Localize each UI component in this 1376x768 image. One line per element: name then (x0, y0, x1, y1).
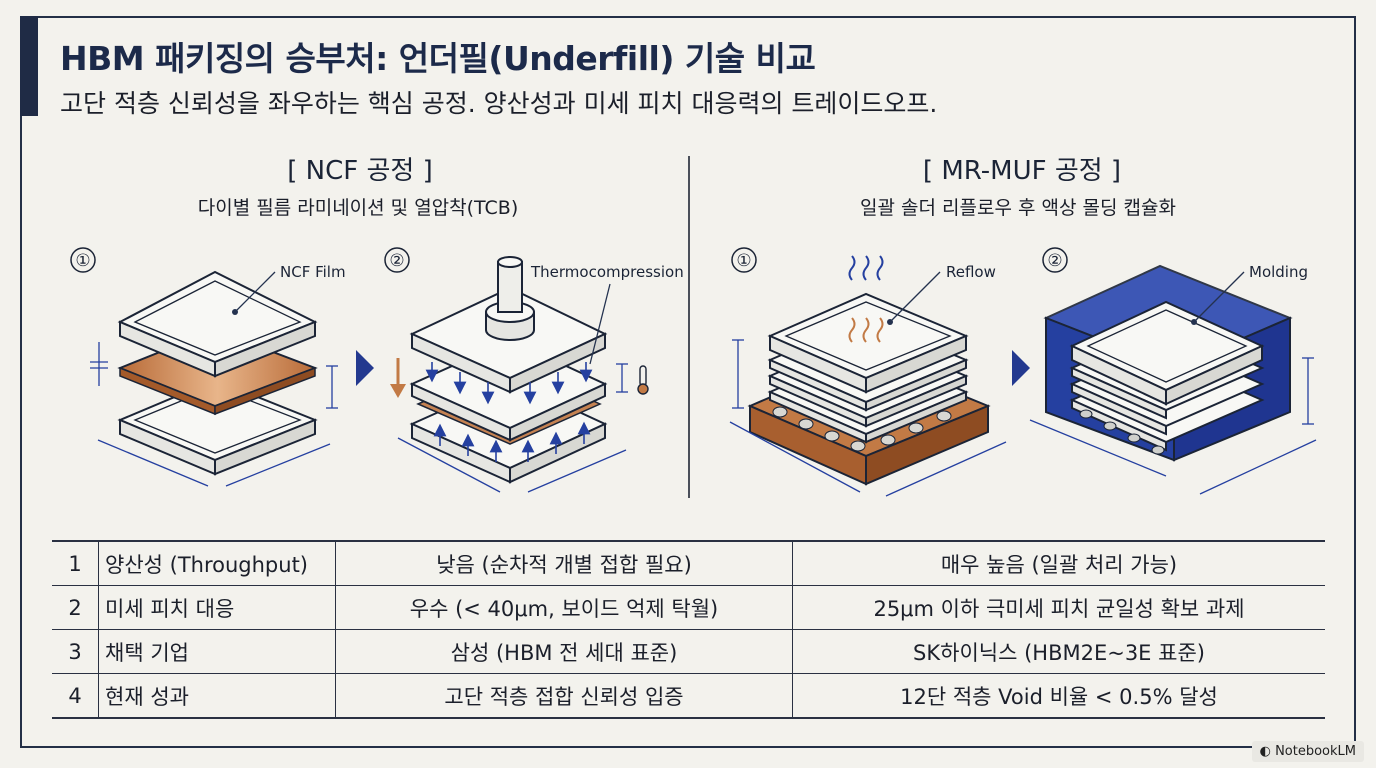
ncf-step2-diagram: ② (384, 247, 684, 493)
reflow-label: Reflow (946, 263, 996, 281)
row-number: 3 (52, 629, 99, 674)
muf-cell: SK하이닉스 (HBM2E~3E 표준) (792, 629, 1325, 674)
row-item: 현재 성과 (98, 673, 336, 719)
row-number: 1 (52, 540, 99, 586)
ncf-step1-circle (70, 247, 96, 273)
slide-frame (20, 16, 1356, 748)
muf-step2-diagram: ② Molding (1029, 247, 1317, 495)
ncf-step1-number: ① (75, 251, 90, 271)
ncf-flow-arrow (356, 350, 374, 386)
ncf-panel-title: [ NCF 공정 ] (287, 156, 433, 186)
thermometer-icon (637, 365, 649, 395)
muf-cell: 매우 높음 (일괄 처리 가능) (792, 540, 1325, 586)
muf-cell: 25μm 이하 극미세 피치 균일성 확보 과제 (792, 585, 1325, 630)
ncf-top-die (117, 270, 318, 378)
title-accent-bar (20, 16, 38, 116)
row-item: 채택 기업 (98, 629, 336, 674)
ncf-step2-circle (384, 247, 410, 273)
ncf-step1-diagram: ① NCF Film (70, 247, 346, 487)
muf-panel-title: [ MR-MUF 공정 ] (922, 156, 1122, 186)
molding-label: Molding (1249, 263, 1308, 281)
ncf-cell: 고단 적층 접합 신뢰성 입증 (335, 673, 793, 719)
row-number: 2 (52, 585, 99, 630)
ncf-cell: 우수 (< 40μm, 보이드 억제 탁월) (335, 585, 793, 630)
row-item: 미세 피치 대응 (98, 585, 336, 630)
row-number: 4 (52, 673, 99, 719)
heat-icon-copper (848, 317, 884, 343)
muf-panel-subtitle: 일괄 솔더 리플로우 후 액상 몰딩 캡슐화 (860, 197, 1176, 219)
panel-divider (688, 156, 690, 498)
muf-cell: 12단 적층 Void 비율 < 0.5% 달성 (792, 673, 1325, 719)
muf-step1-circle (731, 247, 757, 273)
heat-icon-blue (848, 255, 884, 281)
row-item: 양산성 (Throughput) (98, 540, 336, 586)
muf-flow-arrow (1012, 350, 1030, 386)
page-title: HBM 패키징의 승부처: 언더필(Underfill) 기술 비교 (60, 39, 816, 78)
notebooklm-logo: ◐ NotebookLM (1251, 741, 1364, 762)
ncf-film-label: NCF Film (280, 263, 346, 281)
muf-step2-circle (1042, 247, 1068, 273)
muf-step1-number: ① (736, 251, 751, 271)
ncf-step2-number: ② (389, 251, 404, 271)
ncf-cell: 낮음 (순차적 개별 접합 필요) (335, 540, 793, 586)
page-subtitle: 고단 적층 신뢰성을 좌우하는 핵심 공정. 양산성과 미세 피치 대응력의 트… (60, 89, 938, 118)
muf-step1-diagram: ① (729, 247, 1007, 497)
ncf-cell: 삼성 (HBM 전 세대 표준) (335, 629, 793, 674)
ncf-panel-subtitle: 다이별 필름 라미네이션 및 열압착(TCB) (197, 197, 519, 219)
muf-step2-number: ② (1047, 251, 1062, 271)
thermocompression-label: Thermocompression (530, 263, 684, 281)
logo-icon: ◐ (1259, 744, 1276, 759)
